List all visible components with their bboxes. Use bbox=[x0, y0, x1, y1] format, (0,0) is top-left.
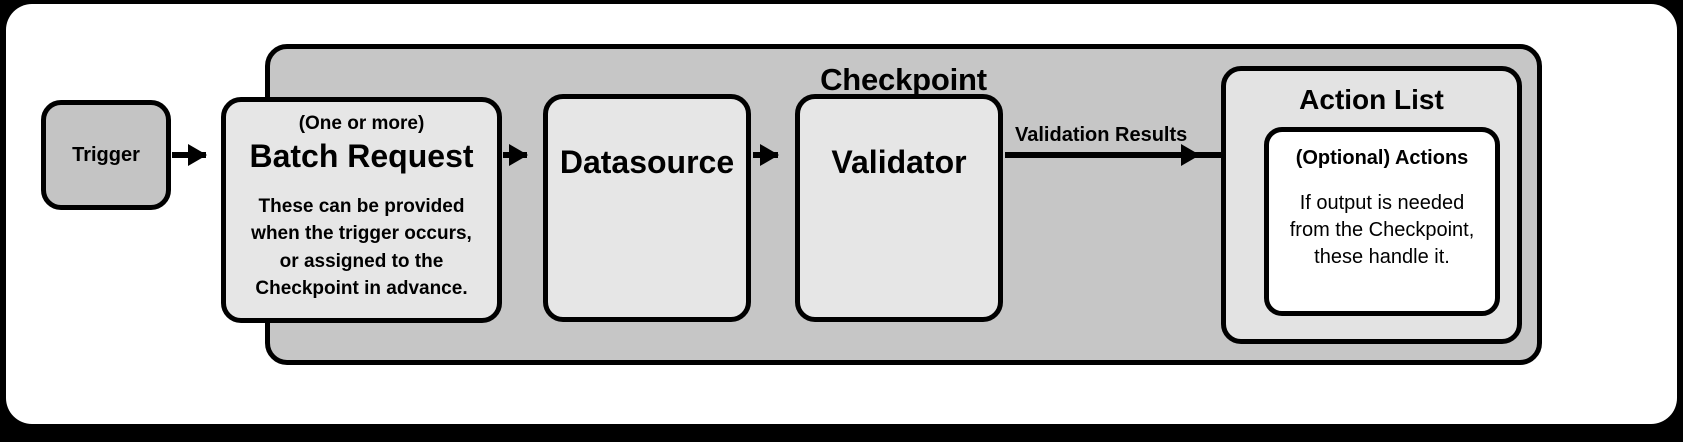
node-actions[interactable]: (Optional) Actions If output is needed f… bbox=[1264, 127, 1500, 316]
batch-request-body-line: or assigned to the bbox=[279, 250, 444, 272]
arrow-validator-to-action-list bbox=[1005, 152, 1199, 158]
actions-body: If output is needed from the Checkpoint,… bbox=[1290, 190, 1475, 271]
outer-frame: Checkpoint Trigger (One or more) Batch R… bbox=[6, 4, 1677, 424]
node-batch-request[interactable]: (One or more) Batch Request These can be… bbox=[221, 97, 502, 323]
action-list-title: Action List bbox=[1299, 84, 1444, 115]
batch-request-body-line: Checkpoint in advance. bbox=[255, 278, 468, 300]
arrow-datasource-to-validator bbox=[753, 152, 778, 158]
actions-body-line: If output is needed bbox=[1299, 192, 1465, 214]
actions-body-line: from the Checkpoint, bbox=[1289, 219, 1475, 241]
batch-request-subtitle: (One or more) bbox=[298, 113, 425, 134]
arrow-batch-request-to-datasource bbox=[503, 152, 527, 158]
batch-request-body-line: when the trigger occurs, bbox=[251, 223, 472, 245]
validation-results-label: Validation Results bbox=[1015, 124, 1188, 146]
arrow-trigger-to-batch-request bbox=[172, 152, 206, 158]
arrow-action-list-to-actions bbox=[1165, 152, 1244, 158]
action-list-group[interactable]: Action List (Optional) Actions If output… bbox=[1221, 66, 1522, 344]
actions-body-line: these handle it. bbox=[1314, 246, 1450, 268]
node-validator[interactable]: Validator bbox=[795, 94, 1003, 322]
datasource-label: Datasource bbox=[559, 144, 735, 180]
batch-request-title: Batch Request bbox=[249, 137, 474, 174]
validator-label: Validator bbox=[831, 144, 967, 180]
trigger-label: Trigger bbox=[72, 143, 140, 166]
batch-request-body-line: These can be provided bbox=[258, 195, 465, 217]
checkpoint-title: Checkpoint bbox=[820, 62, 987, 97]
node-datasource[interactable]: Datasource bbox=[543, 94, 751, 322]
actions-subtitle: (Optional) Actions bbox=[1295, 147, 1469, 169]
batch-request-body: These can be provided when the trigger o… bbox=[245, 193, 478, 303]
node-trigger[interactable]: Trigger bbox=[41, 100, 171, 210]
